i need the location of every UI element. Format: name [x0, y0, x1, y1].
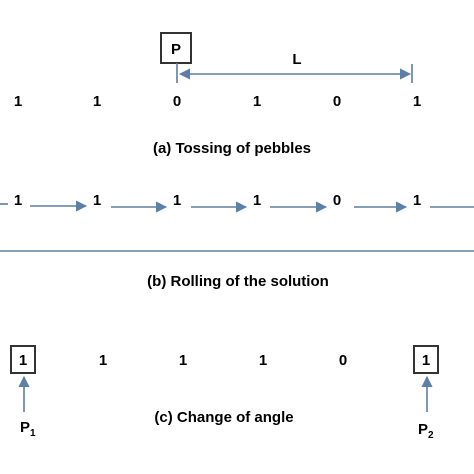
- pointer-label-2: P2: [418, 421, 434, 441]
- pebble-box: [160, 32, 192, 64]
- bit-a-1: 1: [14, 93, 22, 110]
- bit-a-2: 1: [93, 93, 101, 110]
- panel-c: 1 1 1 1 0 1 P1 P2 (c) Change of angle: [10, 345, 439, 441]
- pointer-1-sub: 1: [30, 428, 36, 439]
- bit-b-4: 1: [253, 192, 261, 209]
- bit-a-6: 1: [413, 93, 421, 110]
- bit-c-1: 1: [19, 352, 27, 369]
- pebble-label: P: [171, 41, 181, 58]
- bit-a-4: 1: [253, 93, 261, 110]
- panel-a: P L 1 1 0 1 0 1 (a) Tossing of pebbles: [14, 32, 421, 157]
- bit-b-5: 0: [333, 192, 341, 209]
- pointer-label-1: P1: [20, 419, 36, 439]
- bit-b-1: 1: [14, 192, 22, 209]
- caption-a: (a) Tossing of pebbles: [153, 140, 311, 157]
- pointer-2-sub: 2: [428, 430, 434, 441]
- pointer-box-1: [10, 345, 36, 374]
- bit-c-5: 0: [339, 352, 347, 369]
- panel-b: 1 1 1 1 0 1 (b) Rolling of the solution: [0, 192, 474, 290]
- length-label: L: [292, 51, 301, 68]
- bit-c-4: 1: [259, 352, 267, 369]
- bit-b-6: 1: [413, 192, 421, 209]
- pointer-1-letter: P: [20, 419, 30, 436]
- bit-b-2: 1: [93, 192, 101, 209]
- caption-c: (c) Change of angle: [154, 409, 293, 426]
- bit-c-2: 1: [99, 352, 107, 369]
- bit-b-3: 1: [173, 192, 181, 209]
- bit-c-3: 1: [179, 352, 187, 369]
- bit-a-3: 0: [173, 93, 181, 110]
- caption-b: (b) Rolling of the solution: [147, 273, 329, 290]
- pointer-box-2: [413, 345, 439, 374]
- bit-a-5: 0: [333, 93, 341, 110]
- pointer-2-letter: P: [418, 421, 428, 438]
- bit-c-6: 1: [422, 352, 430, 369]
